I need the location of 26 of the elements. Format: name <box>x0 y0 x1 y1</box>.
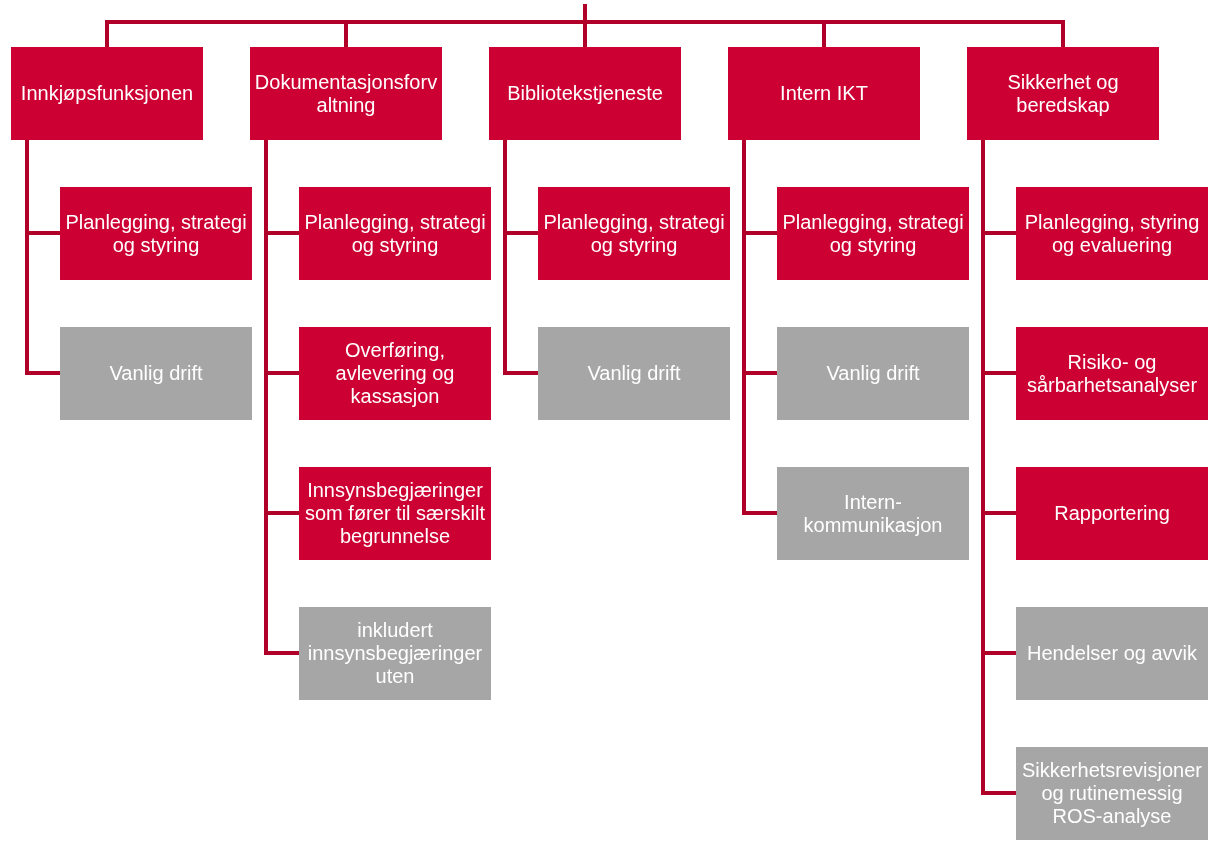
connector-line <box>742 140 777 515</box>
org-unit-box: Planlegging, strategi og styring <box>60 187 252 280</box>
org-unit-box: Intern-kommunikasjon <box>777 467 969 560</box>
org-unit-box: Bibliotekstjeneste <box>489 47 681 140</box>
org-unit-box: Innkjøpsfunksjonen <box>11 47 203 140</box>
org-unit-box: Planlegging, strategi og styring <box>538 187 730 280</box>
org-unit-box: Planlegging, strategi og styring <box>777 187 969 280</box>
org-unit-box: Overføring, avlevering og kassasjon <box>299 327 491 420</box>
org-unit-box: Risiko- og sårbarhetsanalyser <box>1016 327 1208 420</box>
org-unit-box: Hendelser og avvik <box>1016 607 1208 700</box>
org-unit-box: Sikkerhet og beredskap <box>967 47 1159 140</box>
org-unit-box: Sikkerhetsrevisjoner og rutinemessig ROS-analyse <box>1016 747 1208 840</box>
connector-line <box>503 140 538 375</box>
org-unit-box: Vanlig drift <box>60 327 252 420</box>
org-unit-box: Vanlig drift <box>777 327 969 420</box>
org-unit-box: Rapportering <box>1016 467 1208 560</box>
connector-line <box>25 140 60 375</box>
org-unit-box: Intern IKT <box>728 47 920 140</box>
org-unit-box: Planlegging, styring og evaluering <box>1016 187 1208 280</box>
org-unit-box: Planlegging, strategi og styring <box>299 187 491 280</box>
org-unit-box: Vanlig drift <box>538 327 730 420</box>
connector-line <box>583 4 1065 47</box>
connector-line <box>264 140 299 655</box>
org-unit-box: inkludert innsynsbegjæringer uten <box>299 607 491 700</box>
org-unit-box: Innsynsbegjæringer som fører til særskilt begrunnelse <box>299 467 491 560</box>
org-unit-box: Dokumentasjonsforvaltning <box>250 47 442 140</box>
